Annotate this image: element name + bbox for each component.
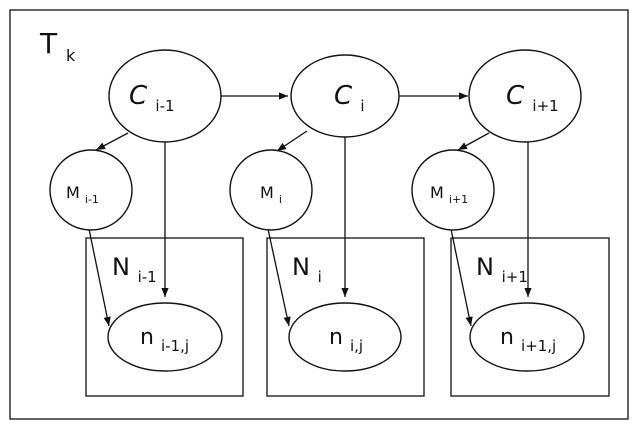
instance-node-3 bbox=[469, 302, 585, 372]
edge-model-3-to-instance-3 bbox=[450, 228, 473, 327]
class-node-1-label: C i-1 bbox=[129, 81, 175, 115]
instance-node-3-label: n i+1,j bbox=[500, 325, 556, 355]
plate-3-label: N i+1 bbox=[476, 253, 528, 286]
class-node-2-label-sub: i bbox=[360, 97, 364, 115]
model-node-1-label-main: M bbox=[66, 183, 80, 202]
model-node-2-label: M i bbox=[260, 183, 282, 206]
instance-node-1-label-main: n bbox=[140, 325, 154, 350]
instance-node-1 bbox=[107, 302, 223, 372]
instance-node-2-label-main: n bbox=[329, 325, 343, 350]
plate-1-label-main: N bbox=[112, 253, 130, 281]
plate-3-label-sub: i+1 bbox=[502, 268, 528, 286]
plate-group-3 bbox=[450, 237, 610, 397]
class-node-1 bbox=[108, 49, 222, 143]
class-node-3-label: C i+1 bbox=[506, 81, 559, 115]
edge-class-1-to-model-1 bbox=[95, 132, 129, 151]
frame-label-main: T bbox=[39, 27, 58, 60]
class-node-3-label-sub: i+1 bbox=[532, 97, 558, 115]
frame-label-sub: k bbox=[66, 46, 76, 65]
model-node-2-label-sub: i bbox=[279, 193, 282, 206]
instance-node-2-label-sub: i,j bbox=[350, 337, 363, 355]
plate-2-label-main: N bbox=[292, 253, 310, 281]
plate-1-label-sub: i-1 bbox=[138, 268, 157, 286]
outer-frame bbox=[9, 9, 629, 420]
instance-node-2 bbox=[288, 302, 402, 372]
instance-node-3-label-sub: i+1,j bbox=[521, 337, 556, 355]
frame-label: T k bbox=[39, 27, 76, 65]
edge-model-1-to-instance-1 bbox=[88, 228, 111, 327]
model-node-3 bbox=[411, 149, 495, 231]
plate-2-label: N i bbox=[292, 253, 322, 286]
class-node-1-label-sub: i-1 bbox=[155, 97, 174, 115]
model-node-1-label-sub: i-1 bbox=[85, 193, 99, 206]
plate-2-label-sub: i bbox=[318, 268, 322, 286]
plate-1-label: N i-1 bbox=[112, 253, 157, 286]
instance-node-1-label-sub: i-1,j bbox=[161, 337, 189, 355]
model-node-2-label-main: M bbox=[260, 183, 274, 202]
instance-node-3-label-main: n bbox=[500, 325, 514, 350]
instance-node-1-label: n i-1,j bbox=[140, 325, 189, 355]
model-node-3-label: M i+1 bbox=[430, 183, 468, 206]
class-node-2 bbox=[290, 54, 400, 138]
edge-class-3-to-model-3 bbox=[457, 132, 490, 151]
class-node-3-label-main: C bbox=[506, 81, 525, 111]
model-node-2 bbox=[229, 149, 313, 231]
class-node-1-label-main: C bbox=[129, 81, 148, 111]
class-node-2-label: C i bbox=[334, 81, 365, 115]
instance-node-2-label: n i,j bbox=[329, 325, 363, 355]
edge-class-2-to-model-2 bbox=[276, 130, 308, 152]
model-node-3-label-main: M bbox=[430, 183, 444, 202]
class-node-2-label-main: C bbox=[334, 81, 353, 111]
edge-model-2-to-instance-2 bbox=[267, 228, 291, 327]
model-node-1 bbox=[49, 149, 133, 231]
model-node-3-label-sub: i+1 bbox=[449, 193, 468, 206]
plate-3-label-main: N bbox=[476, 253, 494, 281]
class-node-3 bbox=[468, 49, 582, 143]
model-node-1-label: M i-1 bbox=[66, 183, 99, 206]
